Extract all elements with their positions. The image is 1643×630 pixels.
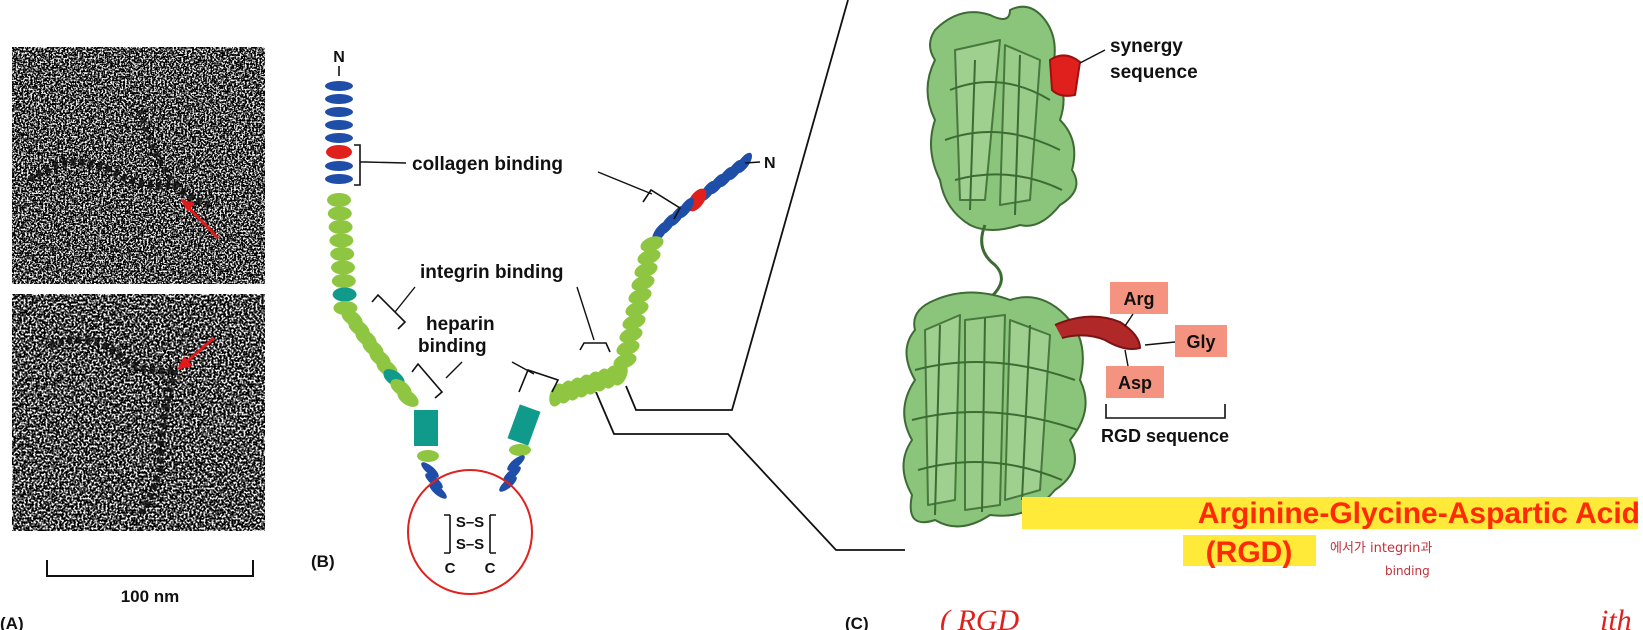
module-green bbox=[625, 301, 649, 317]
panel-c-labels: synergy sequence Arg Gly Asp RGD sequenc… bbox=[845, 36, 1229, 630]
c-terminus-left: C bbox=[445, 560, 456, 577]
highlight-line1 bbox=[1022, 497, 1638, 529]
panel-c-label: (C) bbox=[845, 614, 869, 630]
scale-bar-label: 100 nm bbox=[121, 587, 180, 606]
collagen-binding-label: collagen binding bbox=[412, 154, 563, 175]
module-teal bbox=[332, 287, 357, 302]
gly-label: Gly bbox=[1186, 332, 1215, 352]
dimer-circle bbox=[407, 469, 533, 595]
module-green bbox=[331, 274, 356, 288]
zoom-connectors bbox=[595, 0, 905, 551]
module-blue bbox=[325, 94, 353, 104]
n-terminus-left: N bbox=[333, 49, 345, 66]
panel-b: S–S S–S C C N N collagen binding integri… bbox=[311, 49, 776, 595]
asp-box bbox=[1106, 366, 1164, 398]
red-arrow-bottom bbox=[183, 336, 215, 366]
module-green bbox=[637, 249, 661, 265]
module-green bbox=[327, 193, 351, 207]
handwritten-note-2: binding bbox=[1385, 564, 1430, 578]
synergy-sequence-highlight bbox=[1049, 54, 1081, 97]
synergy-label-1: synergy bbox=[1110, 36, 1183, 57]
module-green bbox=[616, 340, 640, 356]
synergy-label-2: sequence bbox=[1110, 62, 1198, 83]
collagen-bracket-right bbox=[642, 188, 682, 220]
disulfide-bottom: S–S bbox=[456, 536, 484, 553]
rgd-sequence-label: RGD sequence bbox=[1101, 426, 1229, 446]
module-blue bbox=[325, 120, 353, 130]
module-green bbox=[622, 314, 646, 330]
module-green bbox=[328, 220, 353, 234]
em-image-bottom bbox=[12, 294, 265, 531]
module-blue bbox=[325, 174, 353, 184]
c-terminus-right: C bbox=[485, 560, 496, 577]
module-blue bbox=[325, 133, 353, 143]
annotations: Arginine-Glycine-Aspartic Acid (RGD) 에서가… bbox=[940, 497, 1640, 630]
module-green bbox=[631, 275, 655, 291]
panel-a: 100 nm (A) bbox=[0, 47, 265, 630]
module-red bbox=[326, 145, 352, 159]
module-blue bbox=[507, 455, 525, 471]
rgd-full-name: Arginine-Glycine-Aspartic Acid bbox=[1198, 497, 1640, 530]
fibronectin-chains bbox=[325, 81, 753, 499]
rgd-loop-highlight bbox=[1054, 315, 1141, 350]
heparin-label-2: binding bbox=[418, 336, 487, 357]
panel-a-label: (A) bbox=[0, 614, 24, 630]
module-blue bbox=[503, 466, 521, 482]
module-green bbox=[417, 450, 439, 462]
gly-box bbox=[1175, 325, 1227, 357]
rgd-bracket bbox=[1105, 404, 1226, 419]
n-terminus-right: N bbox=[764, 155, 776, 172]
module-green bbox=[327, 206, 352, 221]
integrin-binding-label: integrin binding bbox=[420, 262, 564, 283]
heparin-bracket-left bbox=[411, 362, 444, 399]
module-green bbox=[619, 327, 643, 343]
asp-label: Asp bbox=[1118, 373, 1152, 393]
arg-label: Arg bbox=[1124, 289, 1155, 309]
module-blue bbox=[421, 462, 439, 478]
bottom-cutoff-text: ( RGD bbox=[940, 604, 1019, 630]
em-molecule-top bbox=[27, 158, 211, 209]
module-green bbox=[509, 444, 531, 456]
heparin-bracket-right bbox=[518, 369, 560, 393]
module-green bbox=[628, 288, 652, 304]
module-green bbox=[397, 389, 419, 407]
heparin-label-1: heparin bbox=[426, 314, 495, 335]
arg-box bbox=[1110, 282, 1168, 314]
handwritten-note-1: 에서가 integrin과 bbox=[1330, 541, 1432, 556]
module-green bbox=[331, 260, 355, 275]
scale-bar bbox=[46, 560, 254, 577]
integrin-bracket-right bbox=[579, 342, 611, 353]
red-arrow-top bbox=[184, 203, 220, 240]
module-green bbox=[634, 262, 658, 278]
module-blue bbox=[325, 81, 353, 91]
integrin-bracket-left bbox=[371, 293, 407, 330]
module-green bbox=[640, 236, 664, 252]
panel-c-protein bbox=[902, 5, 1141, 528]
em-image-top bbox=[12, 47, 265, 284]
module-blue bbox=[429, 483, 447, 499]
highlight-line2 bbox=[1183, 535, 1316, 566]
rgd-abbrev: (RGD) bbox=[1206, 536, 1293, 569]
module-teal-rect bbox=[507, 404, 541, 446]
module-blue bbox=[325, 161, 353, 171]
panel-b-label: (B) bbox=[311, 552, 335, 571]
disulfide-top: S–S bbox=[456, 514, 484, 531]
module-green bbox=[330, 247, 355, 261]
module-blue bbox=[325, 107, 353, 117]
module-green bbox=[329, 233, 354, 248]
module-teal-rect bbox=[414, 410, 438, 446]
bottom-cutoff-text-right: ith bbox=[1600, 604, 1632, 630]
collagen-bracket-left bbox=[354, 144, 366, 186]
